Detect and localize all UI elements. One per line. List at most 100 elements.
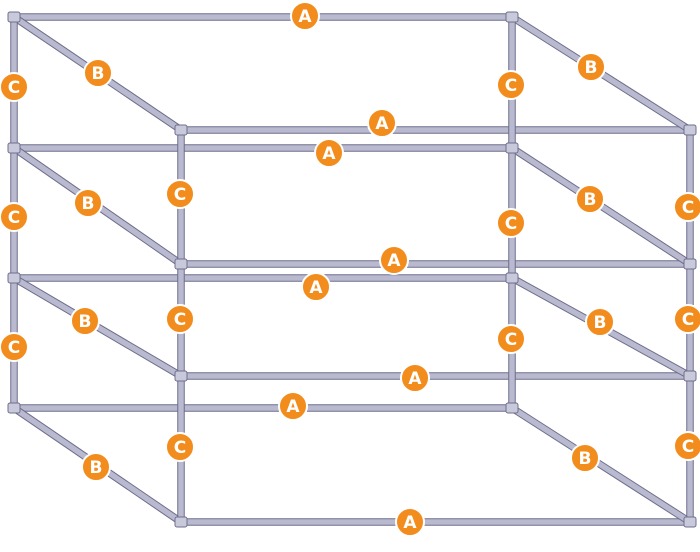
badge-label: B bbox=[594, 313, 607, 333]
badge-circle bbox=[278, 391, 308, 421]
badge-label: C bbox=[505, 214, 517, 234]
badge-label: A bbox=[403, 513, 417, 533]
badge-label: B bbox=[579, 449, 592, 469]
badge-label: C bbox=[174, 185, 186, 205]
badge-circle bbox=[83, 58, 113, 88]
badge-b-8: B bbox=[570, 443, 600, 473]
badge-label: C bbox=[505, 330, 517, 350]
badge-label: A bbox=[408, 369, 422, 389]
badge-circle bbox=[570, 443, 600, 473]
badge-b-2: B bbox=[576, 52, 606, 82]
badge-c-4: C bbox=[0, 202, 29, 232]
badge-circle bbox=[290, 1, 320, 31]
badge-c-12: C bbox=[673, 431, 700, 461]
badge-circle bbox=[165, 179, 195, 209]
badge-a-1: A bbox=[290, 1, 320, 31]
badge-a-4: A bbox=[379, 245, 409, 275]
badge-label: C bbox=[8, 208, 20, 228]
badge-a-5: A bbox=[301, 272, 331, 302]
badge-circle bbox=[496, 324, 526, 354]
joint-front-right-1 bbox=[683, 258, 697, 270]
joint-back-right-1 bbox=[505, 142, 519, 154]
badge-circle bbox=[576, 52, 606, 82]
badge-circle bbox=[585, 307, 615, 337]
joint-back-left-2 bbox=[7, 272, 21, 284]
badge-b-1: B bbox=[83, 58, 113, 88]
badge-a-2: A bbox=[367, 108, 397, 138]
badge-label: B bbox=[90, 458, 103, 478]
badge-circle bbox=[0, 72, 29, 102]
badge-circle bbox=[314, 138, 344, 168]
pipe-b-right-3 bbox=[509, 405, 693, 525]
badge-c-3: C bbox=[165, 179, 195, 209]
part-badges: A A A A A A A A B B B B B B B B C C C C C C C C C C C C bbox=[0, 1, 700, 537]
badge-b-6: B bbox=[585, 307, 615, 337]
badge-b-4: B bbox=[575, 184, 605, 214]
joint-back-left-3 bbox=[7, 402, 21, 414]
joint-back-right-2 bbox=[505, 272, 519, 284]
badge-circle bbox=[70, 306, 100, 336]
badge-circle bbox=[379, 245, 409, 275]
joint-front-left-1 bbox=[174, 258, 188, 270]
badge-label: C bbox=[8, 338, 20, 358]
badge-circle bbox=[400, 363, 430, 393]
badge-circle bbox=[165, 432, 195, 462]
badge-circle bbox=[73, 188, 103, 218]
badge-label: B bbox=[92, 64, 105, 84]
joint-front-left-2 bbox=[174, 370, 188, 382]
badge-label: C bbox=[8, 78, 20, 98]
badge-b-3: B bbox=[73, 188, 103, 218]
joint-back-right-3 bbox=[505, 402, 519, 414]
joint-front-left-0 bbox=[174, 124, 188, 136]
badge-circle bbox=[301, 272, 331, 302]
badge-circle bbox=[81, 452, 111, 482]
joint-front-right-3 bbox=[683, 516, 697, 528]
badge-label: C bbox=[682, 437, 694, 457]
badge-c-11: C bbox=[165, 432, 195, 462]
joint-back-right-0 bbox=[505, 11, 519, 23]
badge-circle bbox=[673, 431, 700, 461]
badge-label: C bbox=[174, 438, 186, 458]
badge-c-10: C bbox=[496, 324, 526, 354]
joint-back-left-1 bbox=[7, 142, 21, 154]
badge-a-3: A bbox=[314, 138, 344, 168]
joint-front-right-0 bbox=[683, 124, 697, 136]
badge-circle bbox=[395, 507, 425, 537]
badge-a-7: A bbox=[278, 391, 308, 421]
badge-c-8: C bbox=[673, 304, 700, 334]
joint-back-left-0 bbox=[7, 11, 21, 23]
badge-circle bbox=[0, 202, 29, 232]
badge-label: B bbox=[82, 194, 95, 214]
badge-c-1: C bbox=[0, 72, 29, 102]
badge-label: C bbox=[174, 310, 186, 330]
badge-circle bbox=[575, 184, 605, 214]
badge-circle bbox=[165, 304, 195, 334]
joint-front-right-2 bbox=[683, 370, 697, 382]
badge-label: B bbox=[585, 58, 598, 78]
badge-label: A bbox=[375, 114, 389, 134]
badge-a-6: A bbox=[400, 363, 430, 393]
badge-label: A bbox=[286, 397, 300, 417]
badge-label: A bbox=[387, 251, 401, 271]
badge-circle bbox=[0, 332, 29, 362]
badge-label: A bbox=[322, 144, 336, 164]
pipe-joints bbox=[7, 11, 697, 528]
badge-label: C bbox=[682, 198, 694, 218]
badge-b-5: B bbox=[70, 306, 100, 336]
badge-label: C bbox=[682, 310, 694, 330]
joint-front-left-3 bbox=[174, 516, 188, 528]
badge-label: A bbox=[298, 7, 312, 27]
badge-a-8: A bbox=[395, 507, 425, 537]
badge-circle bbox=[673, 304, 700, 334]
badge-label: B bbox=[79, 312, 92, 332]
badge-label: B bbox=[584, 190, 597, 210]
badge-label: A bbox=[309, 278, 323, 298]
badge-b-7: B bbox=[81, 452, 111, 482]
badge-circle bbox=[673, 192, 700, 222]
badge-circle bbox=[367, 108, 397, 138]
badge-c-5: C bbox=[673, 192, 700, 222]
badge-c-7: C bbox=[165, 304, 195, 334]
badge-c-2: C bbox=[496, 70, 526, 100]
badge-c-6: C bbox=[496, 208, 526, 238]
